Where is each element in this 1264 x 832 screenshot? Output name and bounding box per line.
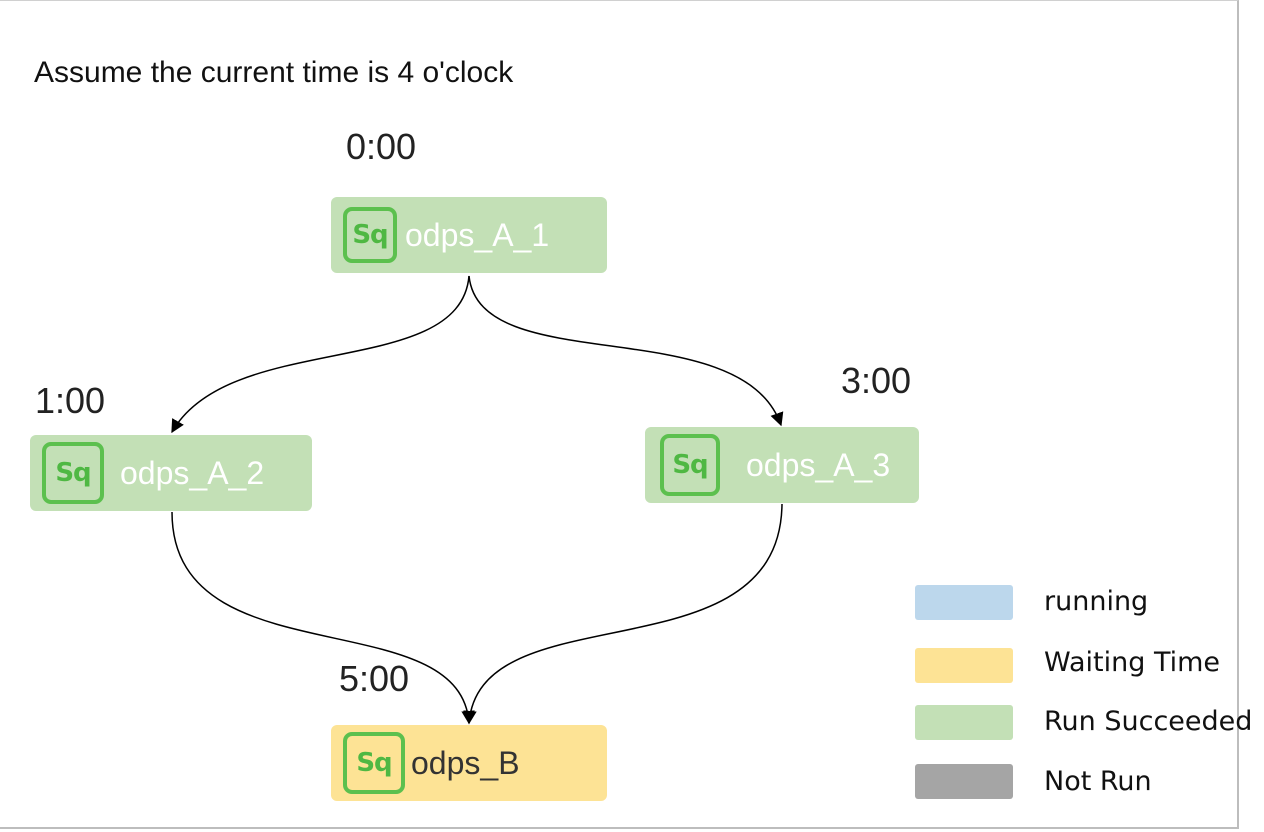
legend-swatch-running [915,585,1013,620]
legend-swatch-waiting-time [915,648,1013,683]
node-odps-a-3[interactable]: Sq odps_A_3 [645,427,919,503]
node-label: odps_A_1 [405,216,550,253]
node-label: odps_A_3 [746,446,891,483]
legend-swatch-run-succeeded [915,705,1013,740]
legend-swatch-not-run [915,764,1013,799]
legend-label-running: running [1044,586,1149,617]
edge-a3-to-b [463,503,783,725]
legend-label-run-succeeded: Run Succeeded [1044,706,1253,737]
node-odps-a-1[interactable]: Sq odps_A_1 [331,197,607,273]
legend-label-waiting-time: Waiting Time [1044,647,1221,678]
edge-a1-to-a3 [468,275,784,427]
edge-a2-to-b [171,511,475,725]
legend-label-not-run: Not Run [1044,766,1152,797]
sql-node-icon: Sq [343,732,405,794]
diagram-heading: Assume the current time is 4 o'clock [34,56,514,89]
node-b-time: 5:00 [339,658,410,699]
diagram-frame [0,0,1239,829]
node-odps-b[interactable]: Sq odps_B [331,725,607,801]
node-a2-time: 1:00 [35,380,106,421]
node-a1-time: 0:00 [346,126,417,167]
node-label: odps_B [411,744,520,781]
sql-node-icon: Sq [42,442,104,504]
sql-node-icon: Sq [343,207,397,263]
edge-a1-to-a2 [171,275,470,434]
node-odps-a-2[interactable]: Sq odps_A_2 [30,435,312,511]
sql-node-icon: Sq [660,434,720,496]
node-a3-time: 3:00 [841,360,912,401]
node-label: odps_A_2 [120,454,265,491]
